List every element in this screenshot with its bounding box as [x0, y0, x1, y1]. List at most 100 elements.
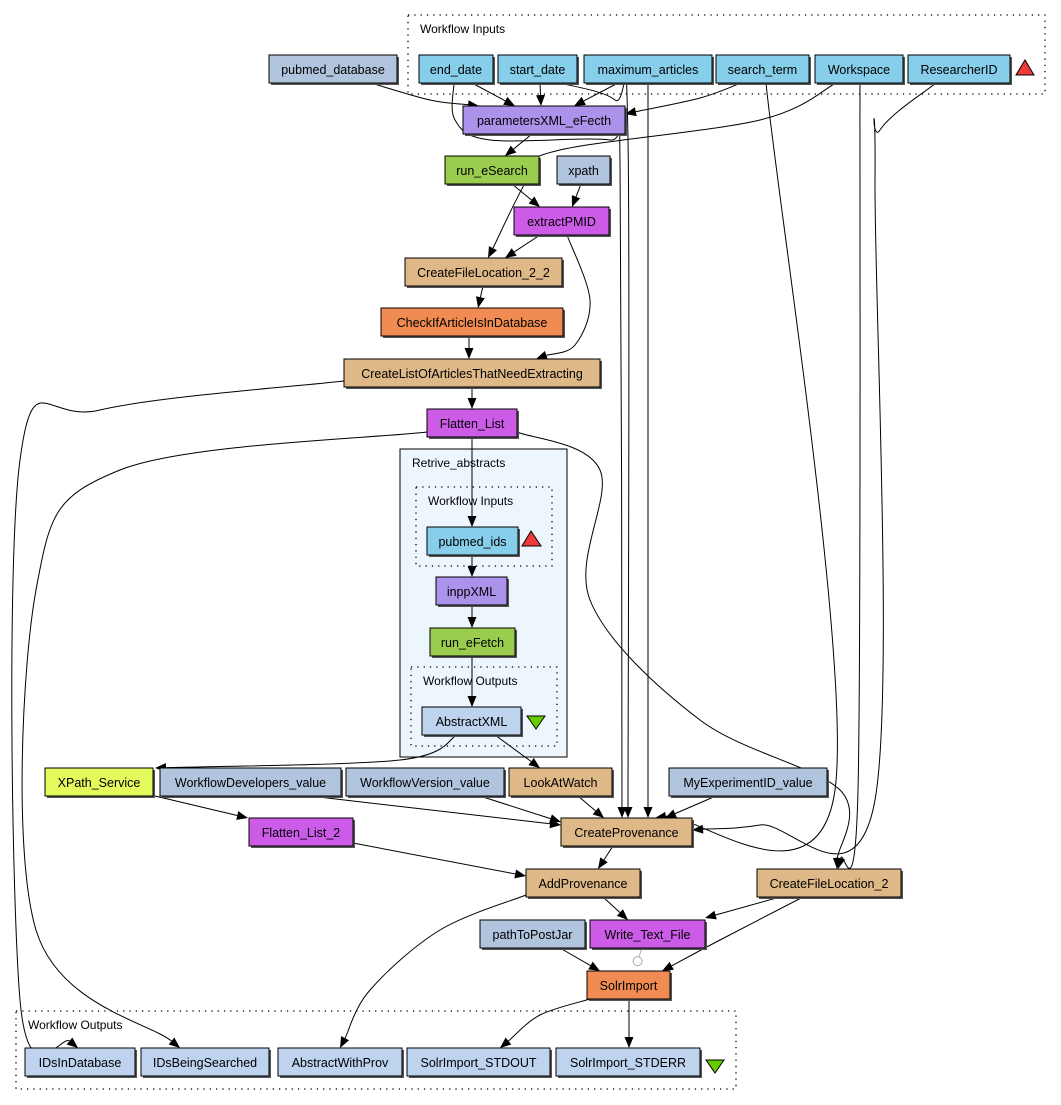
node-run-efetch[interactable]: run_eFetch [429, 627, 517, 658]
node-inppxml[interactable]: inppXML [435, 576, 509, 607]
node-box[interactable] [907, 54, 1011, 84]
node-label: Flatten_List [440, 417, 505, 431]
node-flatten-list[interactable]: Flatten_List [426, 408, 519, 439]
cluster-label: Workflow Outputs [28, 1018, 122, 1032]
edge-line [635, 82, 742, 113]
node-pubmed-ids[interactable]: pubmed_ids [426, 526, 520, 557]
node-box[interactable] [418, 54, 494, 84]
node-solrimport-stdout[interactable]: SolrImport_STDOUT [406, 1047, 552, 1078]
node-maximum-articles[interactable]: maximum_articles [583, 54, 714, 85]
node-researcherid[interactable]: ResearcherID [907, 54, 1012, 85]
node-flatten-list-2[interactable]: Flatten_List_2 [248, 817, 355, 848]
node-workflowdevelopers-value[interactable]: WorkflowDevelopers_value [159, 767, 343, 798]
node-createprovenance[interactable]: CreateProvenance [560, 817, 694, 848]
node-search-term[interactable]: search_term [715, 54, 811, 85]
node-idsindatabase[interactable]: IDsInDatabase [24, 1047, 137, 1078]
node-start-date[interactable]: start_date [497, 54, 579, 85]
arrowhead-icon [340, 1036, 350, 1048]
node-box[interactable] [715, 54, 810, 84]
node-box[interactable] [345, 767, 505, 797]
arrowhead-icon [168, 1037, 180, 1048]
node-box[interactable] [462, 105, 626, 135]
node-box[interactable] [479, 919, 586, 949]
node-box[interactable] [44, 767, 154, 797]
node-box[interactable] [586, 970, 671, 1000]
node-box[interactable] [560, 817, 693, 847]
node-label: SolrImport_STDERR [570, 1056, 686, 1070]
node-abstractxml[interactable]: AbstractXML [421, 706, 523, 737]
node-box[interactable] [583, 54, 713, 84]
node-box[interactable] [426, 526, 519, 556]
node-box[interactable] [589, 919, 706, 949]
node-createfilelocation-2-2[interactable]: CreateFileLocation_2_2 [404, 257, 564, 288]
node-box[interactable] [497, 54, 578, 84]
node-label: pubmed_ids [438, 535, 506, 549]
node-xpath[interactable]: xpath [556, 155, 612, 186]
node-parametersxml-efecth[interactable]: parametersXML_eFecth [462, 105, 627, 136]
edge-line [492, 82, 837, 249]
node-label: xpath [568, 164, 599, 178]
node-box[interactable] [277, 1047, 403, 1077]
node-box[interactable] [525, 868, 641, 898]
node-box[interactable] [421, 706, 522, 736]
node-checkifarticleisindatabase[interactable]: CheckIfArticleIsInDatabase [380, 307, 565, 338]
node-box[interactable] [406, 1047, 551, 1077]
node-label: XPath_Service [58, 776, 141, 790]
node-box[interactable] [508, 767, 613, 797]
node-pathtopostjar[interactable]: pathToPostJar [479, 919, 587, 950]
edge-AddProvenance-to-Write_Text_File [602, 896, 628, 920]
node-box[interactable] [429, 627, 516, 657]
node-label: Flatten_List_2 [262, 826, 341, 840]
node-createlistofarticlesthatneedextracting[interactable]: CreateListOfArticlesThatNeedExtracting [343, 358, 602, 389]
arrowhead-icon [624, 1037, 634, 1048]
edge-Flatten_List-to-IDsBeingSearched [21, 431, 428, 1048]
node-label: CreateFileLocation_2_2 [417, 266, 550, 280]
node-box[interactable] [668, 767, 828, 797]
edge-CreateFileLocation_2-to-SolrImport [662, 896, 804, 971]
arrowhead-icon [467, 617, 477, 628]
edge-AddProvenance-to-AbstractWithProv [340, 894, 527, 1048]
node-idsbeingsearched[interactable]: IDsBeingSearched [140, 1047, 271, 1078]
node-label: AbstractWithProv [292, 1056, 389, 1070]
node-box[interactable] [756, 868, 902, 898]
node-pubmed-database[interactable]: pubmed_database [268, 54, 399, 85]
node-box[interactable] [426, 408, 518, 438]
edge-line [471, 82, 506, 102]
node-createfilelocation-2[interactable]: CreateFileLocation_2 [756, 868, 903, 899]
node-box[interactable] [513, 206, 610, 236]
edge-line [494, 734, 532, 762]
node-box[interactable] [380, 307, 564, 337]
node-solrimport[interactable]: SolrImport [586, 970, 672, 1001]
node-xpath-service[interactable]: XPath_Service [44, 767, 155, 798]
edge-line [21, 431, 428, 1042]
node-end-date[interactable]: end_date [418, 54, 495, 85]
node-box[interactable] [435, 576, 508, 606]
node-box[interactable] [24, 1047, 136, 1077]
node-write-text-file[interactable]: Write_Text_File [589, 919, 707, 950]
node-label: AbstractXML [436, 715, 508, 729]
node-abstractwithprov[interactable]: AbstractWithProv [277, 1047, 404, 1078]
node-label: MyExperimentID_value [683, 776, 812, 790]
node-run-esearch[interactable]: run_eSearch [444, 155, 541, 186]
edge-start_date-to-parametersXML_eFecth [536, 82, 546, 106]
cluster-border [410, 666, 558, 747]
node-box[interactable] [814, 54, 904, 84]
node-workflowversion-value[interactable]: WorkflowVersion_value [345, 767, 506, 798]
node-solrimport-stderr[interactable]: SolrImport_STDERR [555, 1047, 702, 1078]
node-box[interactable] [268, 54, 398, 84]
node-box[interactable] [140, 1047, 270, 1077]
node-label: run_eFetch [441, 636, 504, 650]
node-box[interactable] [404, 257, 563, 287]
node-workspace[interactable]: Workspace [814, 54, 905, 85]
node-box[interactable] [159, 767, 342, 797]
node-box[interactable] [555, 1047, 701, 1077]
arrowhead-icon [528, 196, 540, 207]
node-box[interactable] [248, 817, 354, 847]
node-box[interactable] [444, 155, 540, 185]
node-box[interactable] [343, 358, 601, 388]
node-extractpmid[interactable]: extractPMID [513, 206, 611, 237]
node-lookatwatch[interactable]: LookAtWatch [508, 767, 614, 798]
node-myexperimentid-value[interactable]: MyExperimentID_value [668, 767, 829, 798]
node-box[interactable] [556, 155, 611, 185]
node-addprovenance[interactable]: AddProvenance [525, 868, 642, 899]
